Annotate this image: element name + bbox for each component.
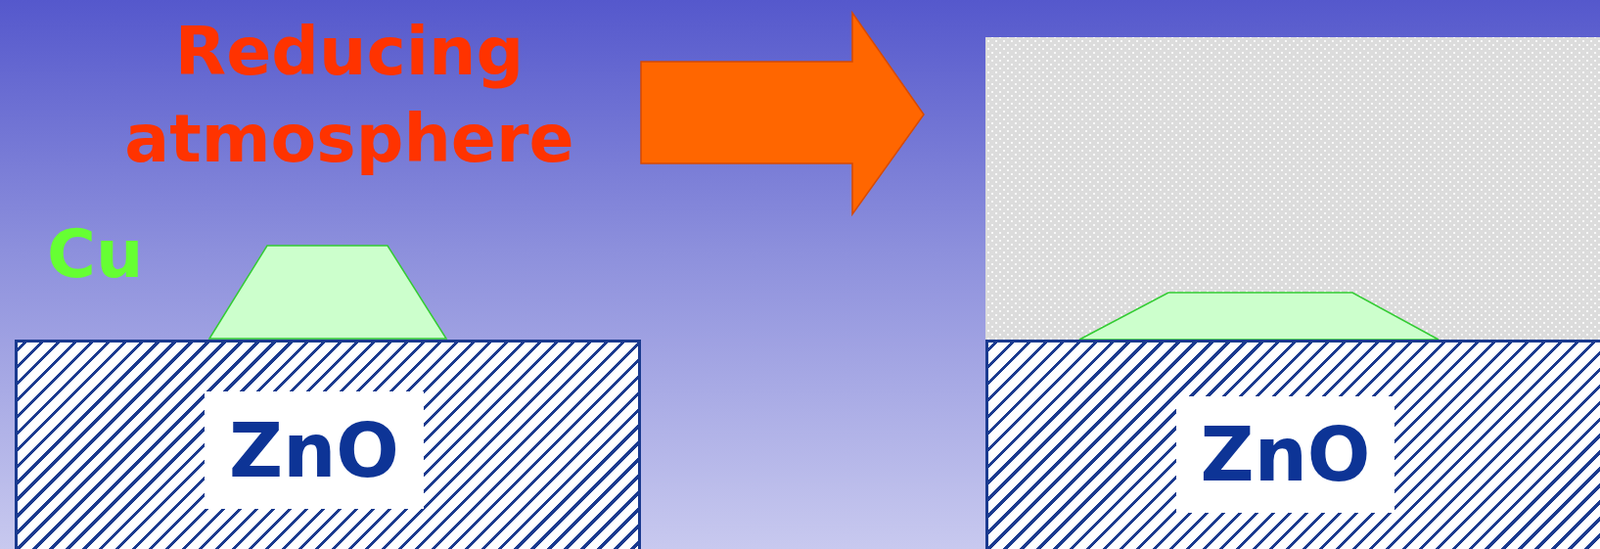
material-name: ZnO [1200, 411, 1372, 499]
part-name: Cu [46, 215, 184, 294]
cu-particle-wetted [1079, 292, 1439, 340]
material-name: ZnO [228, 407, 400, 495]
cu-particle [209, 245, 447, 339]
reducing-gas-region [985, 37, 1600, 340]
substrate-block: ZnO [14, 339, 641, 549]
label-box: ZnO [204, 391, 424, 509]
substrate-block: ZnO [985, 339, 1600, 549]
atmosphere-label: Reducing atmosphere [94, 7, 604, 183]
process-arrow [640, 12, 924, 215]
label-box: ZnO [1176, 396, 1395, 513]
